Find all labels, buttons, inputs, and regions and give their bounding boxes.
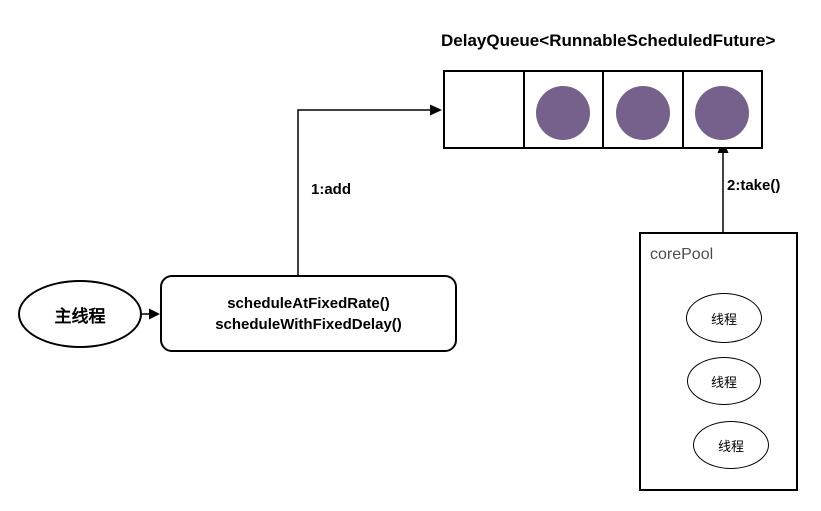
queue-cell [525,72,604,147]
main-thread-arrowhead [149,308,160,320]
thread-ellipse: 线程 [693,421,769,469]
thread-ellipse: 线程 [687,357,761,405]
thread-ellipse: 线程 [686,293,762,343]
queue-cell [445,72,525,147]
thread-label: 线程 [717,438,744,454]
thread-label: 线程 [710,311,737,327]
main-thread-ellipse: 主线程 [18,280,142,348]
delay-queue [443,70,763,149]
task-dot [695,85,750,140]
add-arrowhead [430,104,442,116]
schedule-line-2: scheduleWithFixedDelay() [215,315,402,333]
schedule-line-1: scheduleAtFixedRate() [227,294,390,312]
thread-label: 线程 [710,374,737,390]
corepool-label: corePool [650,246,714,263]
schedule-box: scheduleAtFixedRate() scheduleWithFixedD… [160,275,457,352]
diagram-title: DelayQueue<RunnableScheduledFuture> [441,31,776,50]
take-edge-label: 2:take() [727,177,781,194]
task-dot [615,85,670,140]
add-edge-label: 1:add [311,181,352,198]
queue-cell [604,72,684,147]
task-dot [536,85,591,140]
main-thread-label: 主线程 [54,306,106,326]
queue-cell [684,72,762,147]
